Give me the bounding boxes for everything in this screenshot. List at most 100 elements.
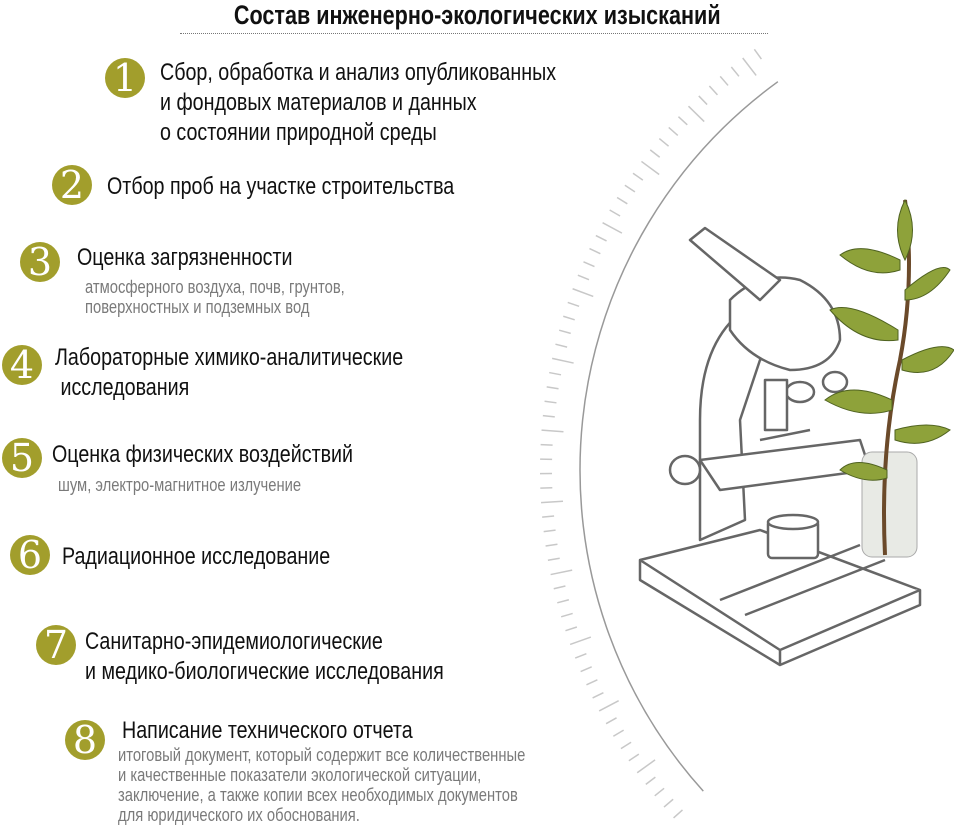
arc-tick (612, 729, 625, 737)
arc-tick (551, 357, 574, 364)
arc-tick (540, 500, 564, 504)
step-number-badge: 7 (36, 625, 76, 665)
arc-tick (609, 209, 621, 217)
step-title: Санитарно-эпидемиологические и медико-био… (85, 627, 444, 687)
step-title-line: Радиационное исследование (62, 543, 331, 570)
step-title-line: Оценка физических воздействий (52, 441, 354, 468)
step-number-badge: 1 (105, 58, 145, 98)
step-number-badge: 6 (10, 535, 50, 575)
arc-tick (572, 288, 594, 298)
arc-tick (583, 261, 595, 268)
arc-tick (753, 48, 763, 60)
arc-tick (641, 160, 660, 176)
arc-tick (555, 343, 568, 348)
arc-tick (719, 75, 729, 86)
arc-tick (645, 776, 656, 785)
arc-tick (624, 184, 636, 193)
page-title: Состав инженерно-экологических изысканий (233, 0, 721, 30)
arc-tick (654, 787, 665, 797)
step-description-line: атмосферного воздуха, почв, грунтов, (85, 277, 345, 297)
arc-tick (668, 126, 679, 136)
step-number-badge: 3 (20, 242, 60, 282)
step-title: Оценка физических воздействий (52, 440, 353, 470)
arc-tick (589, 247, 601, 255)
arc-tick (636, 759, 656, 774)
arc-tick (628, 753, 640, 762)
title-divider (180, 33, 768, 34)
arc-tick (598, 700, 620, 712)
arc-tick (677, 116, 688, 126)
step-description: атмосферного воздуха, почв, грунтов,пове… (85, 277, 345, 317)
arc-tick (592, 692, 604, 699)
step-title-line: Отбор проб на участке строительства (107, 173, 455, 200)
step-title-line: Сбор, обработка и анализ опубликованных (160, 59, 557, 86)
arc-tick (540, 443, 553, 446)
step-title: Сбор, обработка и анализ опубликованных и… (160, 58, 556, 148)
arc-tick (546, 386, 559, 390)
step-title-line: Лабораторные химико-аналитические (55, 344, 404, 371)
arc-tick (563, 315, 575, 321)
microscope-illustration (638, 226, 922, 667)
arc-tick (547, 557, 560, 562)
arc-tick (649, 149, 661, 158)
arc-line (579, 81, 779, 792)
arc-tick (542, 515, 555, 518)
arc-tick (560, 612, 573, 618)
arc-tick (673, 809, 683, 819)
arc-tick (698, 95, 708, 106)
step-description-line: заключение, а также копии всех необходим… (118, 785, 518, 805)
plant-illustration (824, 198, 954, 558)
arc-tick (574, 653, 587, 659)
arc-tick (742, 57, 757, 76)
arc-tick (558, 329, 571, 335)
arc-tick (542, 414, 555, 418)
step-number-badge: 4 (2, 345, 42, 385)
arc-tick (708, 85, 719, 96)
step-title-line: Написание технического отчета (122, 717, 413, 744)
arc-tick (557, 599, 570, 604)
step-title-line: и медико-биологические исследования (85, 658, 444, 685)
arc-tick (545, 543, 558, 547)
step-title-line: о состоянии природной среды (160, 119, 437, 146)
arc-tick (632, 172, 644, 181)
step-title: Написание технического отчета (122, 716, 413, 746)
step-title-line: Санитарно-эпидемиологические (85, 628, 383, 655)
arc-tick (543, 529, 556, 533)
step-description-line: для юридического их обоснования. (118, 805, 360, 825)
step-title-line: Оценка загрязненности (77, 244, 293, 271)
arc-tick (605, 717, 617, 725)
step-number-badge: 5 (2, 438, 42, 478)
arc-tick (620, 741, 632, 750)
arc-tick (730, 66, 740, 77)
arc-tick (595, 234, 607, 242)
step-number-badge: 8 (65, 720, 105, 760)
arc-tick (553, 585, 566, 590)
arc-tick (549, 371, 562, 376)
arc-tick (569, 636, 592, 646)
arc-tick (616, 196, 628, 205)
step-title-line: исследования (55, 374, 190, 401)
arc-tick (580, 666, 592, 673)
arc-tick (602, 222, 623, 234)
step-description: шум, электро-магнитное излучение (58, 475, 301, 495)
arc-tick (687, 105, 705, 123)
step-description-line: и качественные показатели экологической … (118, 765, 482, 785)
step-title-line: и фондовых материалов и данных (160, 89, 477, 116)
step-description: итоговый документ, который содержит все … (118, 745, 525, 825)
step-title: Отбор проб на участке строительства (107, 172, 454, 202)
arc-tick (565, 626, 578, 632)
step-title: Лабораторные химико-аналитические исслед… (55, 343, 403, 403)
arc-tick (658, 137, 670, 147)
arc-tick (663, 798, 674, 808)
arc-tick (550, 569, 573, 576)
step-description-line: шум, электро-магнитное излучение (58, 475, 302, 495)
step-title: Радиационное исследование (62, 542, 330, 572)
arc-tick (577, 274, 590, 281)
step-description-line: итоговый документ, который содержит все … (118, 745, 526, 765)
step-title: Оценка загрязненности (77, 243, 293, 273)
arc-tick (544, 400, 557, 404)
arc-tick (567, 301, 580, 307)
scale-arc (540, 48, 779, 819)
arc-tick (541, 429, 564, 433)
